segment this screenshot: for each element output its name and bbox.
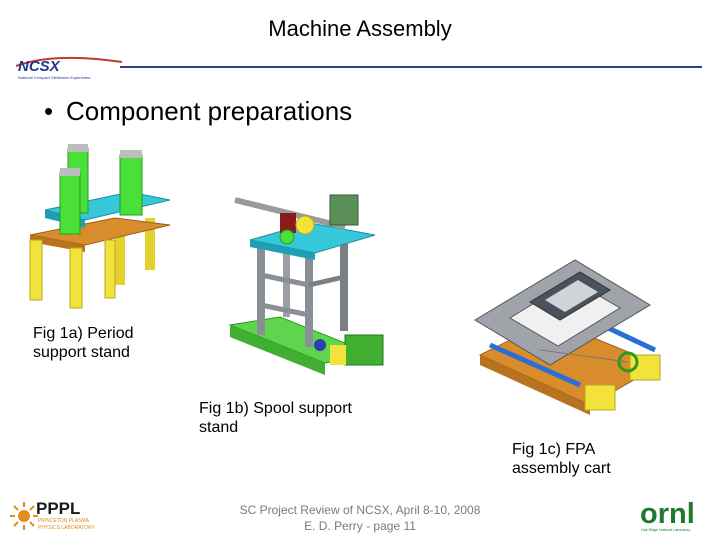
svg-text:PRINCETON PLASMA: PRINCETON PLASMA: [38, 518, 90, 524]
figure-caption-1b: Fig 1b) Spool support stand: [199, 399, 399, 437]
ornl-logo: ornl Oak Ridge National Laboratory: [640, 498, 695, 532]
period-support-stand-image: [29, 144, 171, 309]
caption-line: assembly cart: [512, 460, 611, 477]
header-rule: [120, 66, 702, 68]
footer-line: E. D. Perry - page 11: [304, 519, 416, 533]
caption-line: support stand: [33, 344, 130, 361]
slide-title: Machine Assembly: [268, 16, 452, 41]
footer-line: SC Project Review of NCSX, April 8-10, 2…: [239, 503, 481, 517]
slide-footer: SC Project Review of NCSX, April 8-10, 2…: [200, 502, 520, 534]
bullet-item: • Component preparations: [44, 96, 352, 127]
bullet-icon: •: [44, 96, 54, 126]
bullet-text: Component preparations: [66, 96, 353, 126]
fpa-assembly-cart-image: [474, 259, 662, 415]
figure-caption-1a: Fig 1a) Period support stand: [33, 324, 203, 362]
caption-line: stand: [199, 419, 239, 436]
caption-line: Fig 1a) Period: [33, 325, 134, 342]
ncsx-logo: NCSX National Compact Stellarator Experi…: [15, 56, 123, 80]
pppl-logo: PPPL PRINCETON PLASMA PHYSICS LABORATORY: [10, 499, 96, 531]
sunburst-icon: [10, 502, 38, 530]
svg-text:NCSX: NCSX: [18, 58, 61, 75]
caption-line: Fig 1b) Spool support: [199, 400, 352, 417]
caption-line: Fig 1c) FPA: [512, 441, 596, 458]
svg-text:National Compact Stellarator E: National Compact Stellarator Experiment: [18, 75, 91, 80]
svg-text:PHYSICS LABORATORY: PHYSICS LABORATORY: [38, 525, 96, 531]
svg-text:PPPL: PPPL: [36, 499, 80, 518]
svg-text:Oak Ridge National Laboratory: Oak Ridge National Laboratory: [641, 528, 691, 532]
spool-support-stand-image: [228, 194, 384, 375]
svg-text:ornl: ornl: [640, 498, 695, 530]
figure-caption-1c: Fig 1c) FPA assembly cart: [512, 440, 712, 478]
